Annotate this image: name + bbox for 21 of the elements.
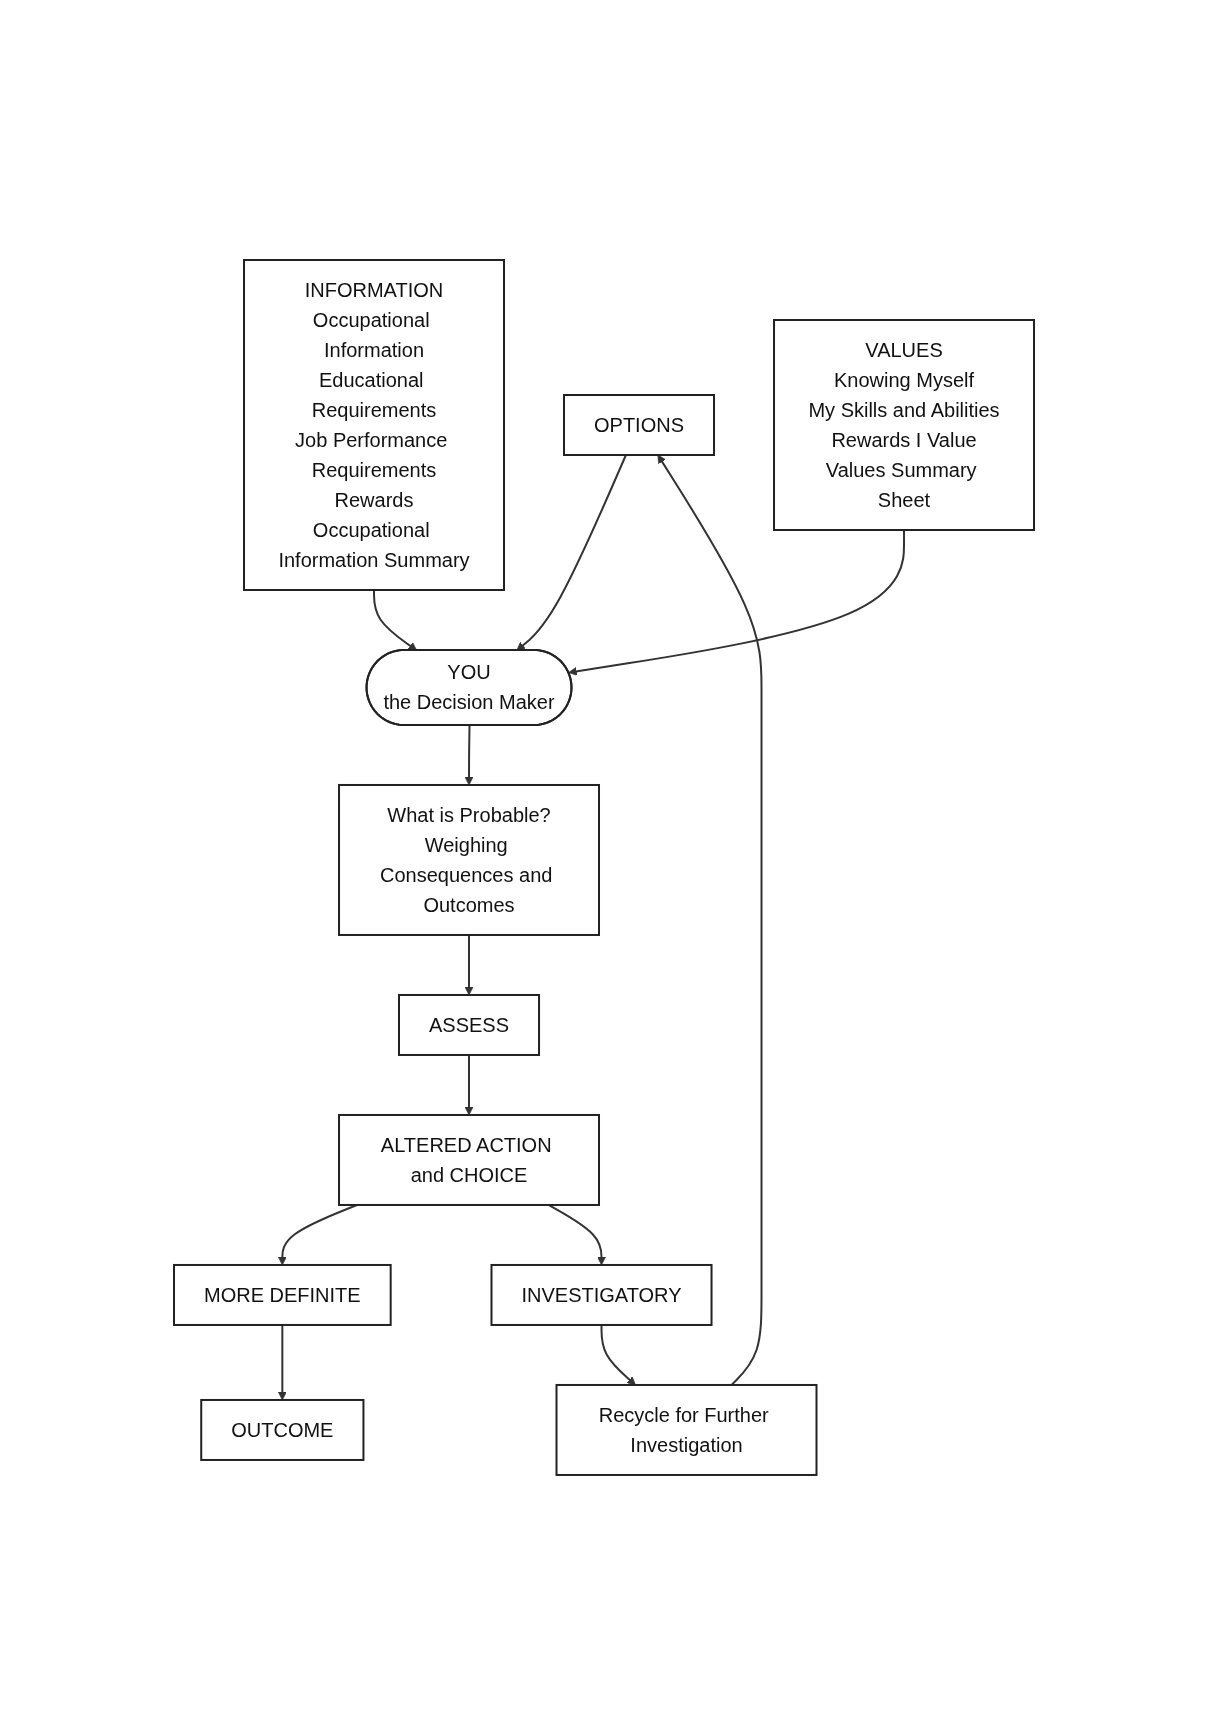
arrow — [568, 528, 905, 676]
node-box: INVESTIGATORY — [490, 1263, 713, 1326]
arrow — [277, 1203, 358, 1265]
arrow — [464, 724, 474, 785]
arrow — [657, 454, 763, 1386]
arrow — [277, 1323, 287, 1400]
node-box: What is Probable? Weighing Consequences and Outcomes — [338, 783, 600, 936]
node-box: Recycle for Further Investigation — [555, 1383, 818, 1476]
node-box: ALTERED ACTION and CHOICE — [338, 1113, 600, 1206]
arrow — [464, 1053, 474, 1115]
node-box: INFORMATION Occupational Information Educational Requirements Job Performance Requirements Rewards Occupational Information Summary — [243, 258, 505, 591]
node-box: ASSESS — [398, 993, 540, 1056]
arrow — [464, 933, 474, 995]
arrow — [373, 588, 418, 651]
arrow — [547, 1203, 606, 1265]
arrow — [600, 1323, 636, 1385]
node-box: MORE DEFINITE — [173, 1263, 392, 1326]
arrow — [516, 453, 627, 651]
node-box: VALUES Knowing Myself My Skills and Abilities Rewards I Value Values Summary Sheet — [773, 318, 1035, 531]
node-box: OUTCOME — [200, 1398, 365, 1461]
node-box: OPTIONS — [563, 393, 715, 456]
